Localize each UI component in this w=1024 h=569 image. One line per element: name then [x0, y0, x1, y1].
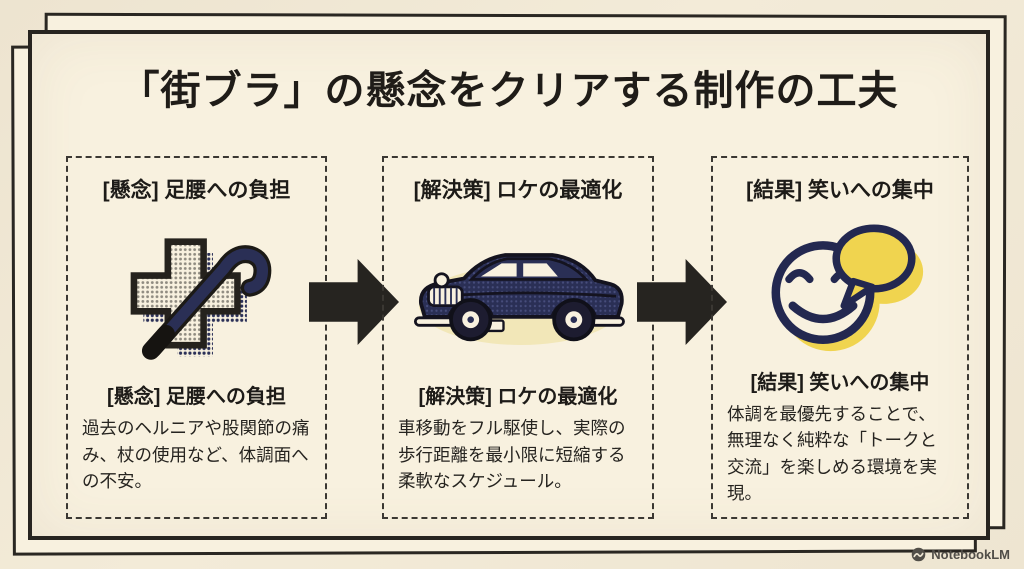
- notebooklm-watermark-label: NotebookLM: [931, 547, 1010, 562]
- panel-result-subtitle: [結果] 笑いへの集中: [750, 371, 930, 394]
- panel-result-header: [結果] 笑いへの集中: [746, 179, 934, 202]
- panel-concern-header: [懸念] 足腰への負担: [102, 179, 291, 202]
- panel-concern-body: 過去のヘルニアや股関節の痛み、杖の使用など、体調面への不安。: [82, 418, 310, 492]
- panel-concern-icon-box: [82, 204, 311, 380]
- panel-solution-icon-box: [398, 204, 638, 380]
- panel-result: [結果] 笑いへの集中: [711, 156, 969, 519]
- page-title: 「街ブラ」の懸念をクリアする制作の工夫: [119, 68, 899, 113]
- infographic-card: 「街ブラ」の懸念をクリアする制作の工夫 [懸念] 足腰への負担: [28, 30, 990, 540]
- panel-concern: [懸念] 足腰への負担: [66, 156, 327, 519]
- panel-solution: [解決策] ロケの最適化: [382, 156, 654, 519]
- panel-solution-header: [解決策] ロケの最適化: [413, 179, 623, 202]
- panel-solution-subtitle: [解決策] ロケの最適化: [418, 386, 618, 408]
- panel-result-icon-box: [727, 204, 953, 366]
- smiley-speech-bubble-icon: [771, 224, 924, 351]
- panel-solution-body: 車移動をフル駆使し、実際の歩行距離を最小限に短縮する柔軟なスケジュール。: [398, 418, 626, 492]
- notebooklm-logo-icon: [912, 547, 926, 562]
- panel-result-body: 体調を最優先することで、無理なく純粋な「トークと交流」を楽しめる環境を実現。: [727, 403, 937, 504]
- notebooklm-watermark: NotebookLM: [911, 547, 1010, 562]
- medical-cross-and-cane-icon: [130, 238, 271, 360]
- panel-concern-subtitle: [懸念] 足腰への負担: [107, 386, 286, 408]
- vintage-car-icon: [413, 253, 625, 345]
